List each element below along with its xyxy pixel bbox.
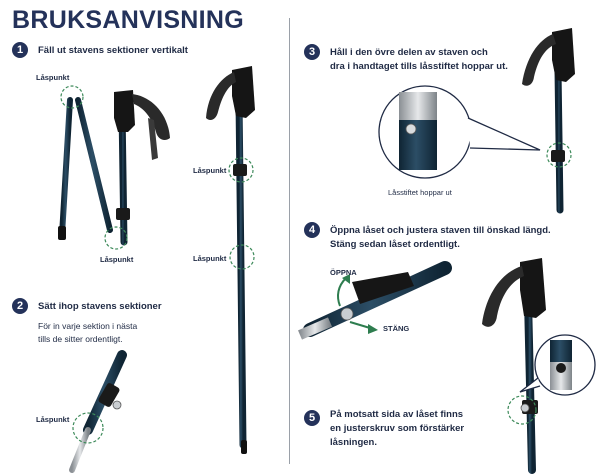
lockpoint-label: Låspunkt: [100, 255, 134, 264]
step-4-number: 4: [304, 222, 320, 238]
step-3-text-line: dra i handtaget tills låsstiftet hoppar …: [330, 61, 508, 72]
column-divider: [289, 18, 290, 464]
step-2-number: 2: [12, 298, 28, 314]
joining-sections-illustration: [69, 350, 127, 473]
step-1-number: 1: [12, 42, 28, 58]
step-5-text-line: en justerskruv som förstärker: [330, 423, 465, 434]
close-label: STÄNG: [383, 324, 410, 333]
step-4-text-line: Stäng sedan låset ordentligt.: [330, 239, 460, 250]
lockpin-illustration: [378, 28, 575, 214]
step-2-subtext-line: För in varje sektion i nästa: [38, 321, 138, 331]
lockpin-caption: Låsstiftet hoppar ut: [388, 188, 452, 197]
assembled-pole-illustration: [206, 66, 255, 454]
step-5-text-line: låsningen.: [330, 437, 377, 448]
lockpoint-label: Låspunkt: [193, 166, 227, 175]
step-3-text-line: Håll i den övre delen av staven och: [330, 47, 488, 58]
step-3-number: 3: [304, 44, 320, 60]
lockpoint-label: Låspunkt: [36, 73, 70, 82]
step-1-text: Fäll ut stavens sektioner vertikalt: [38, 45, 188, 56]
page-title: BRUKSANVISNING: [12, 6, 244, 34]
step-4-text-line: Öppna låset och justera staven till önsk…: [330, 225, 551, 236]
lockpoint-label: Låspunkt: [193, 254, 227, 263]
step-5-number: 5: [304, 410, 320, 426]
lock-lever-illustration: [298, 261, 452, 340]
open-label: ÖPPNA: [330, 268, 357, 277]
step-5-text-line: På motsatt sida av låset finns: [330, 409, 464, 420]
lockpoint-label: Låspunkt: [36, 415, 70, 424]
folded-pole-illustration: [58, 85, 170, 250]
step-2-subtext-line: tills de sitter ordentligt.: [38, 334, 123, 344]
adjust-screw-illustration: [482, 258, 596, 474]
step-2-text: Sätt ihop stavens sektioner: [38, 301, 162, 312]
